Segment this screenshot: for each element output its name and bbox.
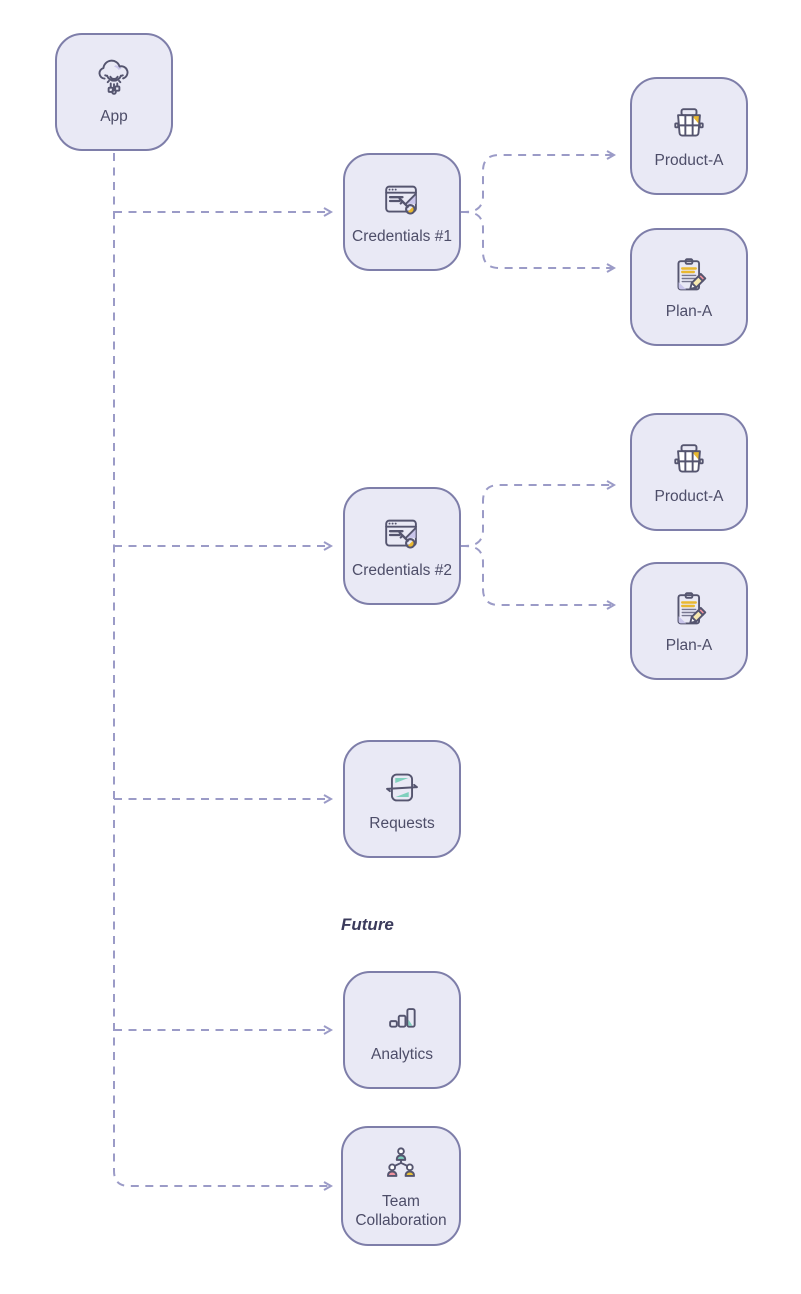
team-org-icon <box>378 1143 424 1189</box>
node-label: Requests <box>369 815 435 832</box>
node-label: Plan-A <box>665 637 713 654</box>
node-credentials-1[interactable]: Credentials #1 <box>343 153 461 271</box>
edge-credentials2-plan <box>461 545 617 610</box>
cloud-gear-icon <box>91 58 137 104</box>
node-requests[interactable]: Requests <box>343 740 461 858</box>
edge-credentials1-plan <box>461 211 617 273</box>
node-analytics[interactable]: Analytics <box>343 971 461 1089</box>
bar-chart-icon <box>379 996 425 1042</box>
edge-credentials2-product <box>461 480 617 547</box>
browser-key-icon <box>379 178 425 224</box>
node-label: Plan-A <box>665 303 713 320</box>
node-label: Credentials #2 <box>352 562 452 579</box>
exchange-icon <box>379 765 425 811</box>
node-plan-a-2[interactable]: Plan-A <box>630 562 748 680</box>
edge-credentials1-product <box>461 150 617 213</box>
node-label: Product-A <box>654 152 724 169</box>
node-label: Analytics <box>370 1046 434 1063</box>
node-label: Product-A <box>654 488 724 505</box>
basket-icon <box>666 102 712 148</box>
future-section-label: Future <box>341 915 394 934</box>
node-label: App <box>100 108 128 125</box>
browser-key-icon <box>379 512 425 558</box>
node-label: Credentials #1 <box>352 228 452 245</box>
edge-app-team <box>113 153 334 1191</box>
node-app[interactable]: App <box>55 33 173 151</box>
basket-icon <box>666 438 712 484</box>
node-plan-a-1[interactable]: Plan-A <box>630 228 748 346</box>
clipboard-pencil-icon <box>666 253 712 299</box>
node-product-a-2[interactable]: Product-A <box>630 413 748 531</box>
node-credentials-2[interactable]: Credentials #2 <box>343 487 461 605</box>
node-label: Team Collaboration <box>355 1192 447 1229</box>
clipboard-pencil-icon <box>666 587 712 633</box>
node-team-collaboration[interactable]: Team Collaboration <box>341 1126 461 1246</box>
node-product-a-1[interactable]: Product-A <box>630 77 748 195</box>
